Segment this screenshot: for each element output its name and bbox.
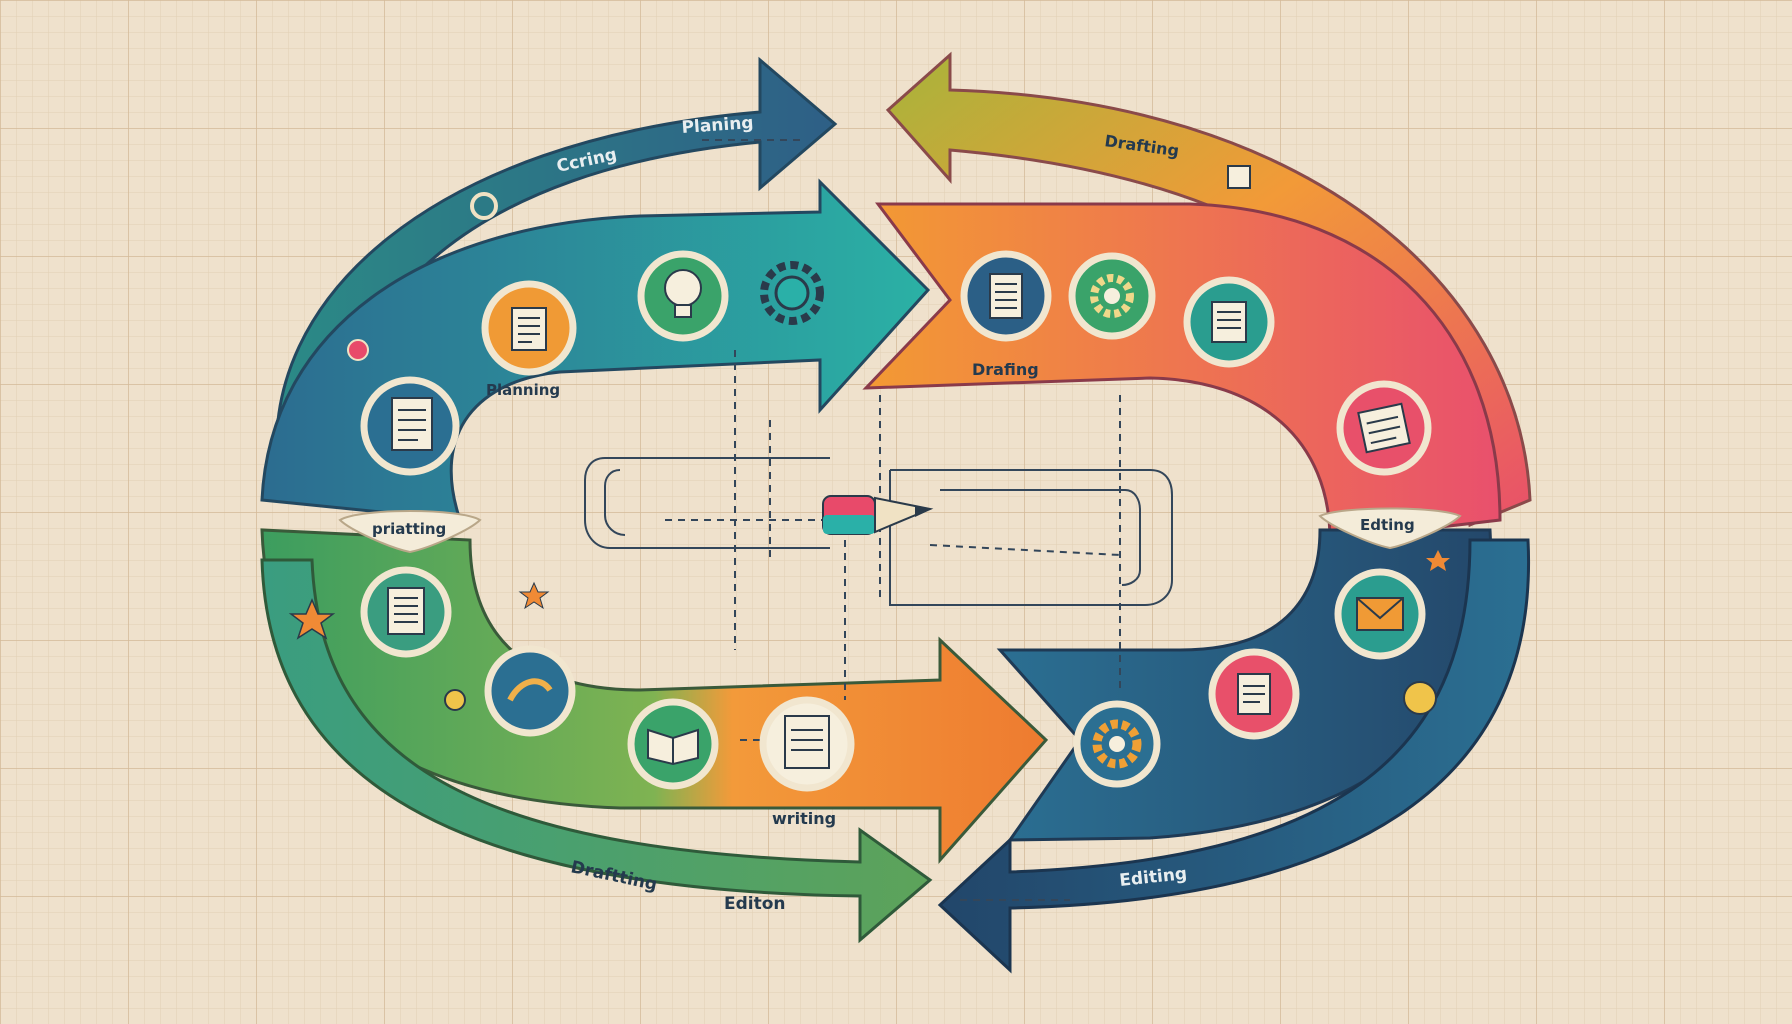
outer-bottom-right-arrow	[937, 538, 1531, 974]
pen-icon	[484, 645, 576, 737]
document-icon	[481, 280, 577, 376]
document-icon	[360, 566, 452, 658]
label-outer-bottom-left-2: Editon	[724, 894, 786, 914]
gift-icon	[1403, 681, 1437, 715]
envelope-icon	[1334, 568, 1426, 660]
badge-left	[338, 510, 482, 554]
label-inner-bottom: writing	[772, 809, 836, 828]
label-badge-right: Edting	[1360, 516, 1415, 534]
star-icon	[1426, 550, 1450, 571]
document-icon	[1227, 165, 1251, 189]
checklist-icon	[1336, 380, 1432, 476]
gear-icon	[1068, 252, 1156, 340]
document-icon	[1183, 276, 1275, 368]
gear-icon	[760, 261, 824, 325]
document-icon	[960, 250, 1052, 342]
lightbulb-icon	[637, 250, 729, 342]
star-icon	[518, 581, 550, 610]
center-flowchart	[584, 139, 1173, 901]
badge-right	[1318, 507, 1462, 550]
label-inner-top-right: Drafing	[972, 360, 1039, 379]
edit-document-icon	[1208, 648, 1300, 740]
circle-icon	[444, 689, 466, 711]
outer-bottom-left-arrow	[260, 558, 933, 944]
circle-icon	[347, 339, 369, 361]
star-icon	[288, 598, 336, 640]
book-icon	[627, 698, 719, 790]
notepad-icon	[759, 696, 855, 792]
document-icon	[360, 376, 460, 476]
label-inner-top-left: Planning	[486, 381, 560, 399]
label-badge-left: priatting	[372, 520, 446, 538]
circle-icon	[470, 192, 498, 220]
pencil-icon	[822, 495, 934, 535]
gear-icon	[1073, 700, 1161, 788]
